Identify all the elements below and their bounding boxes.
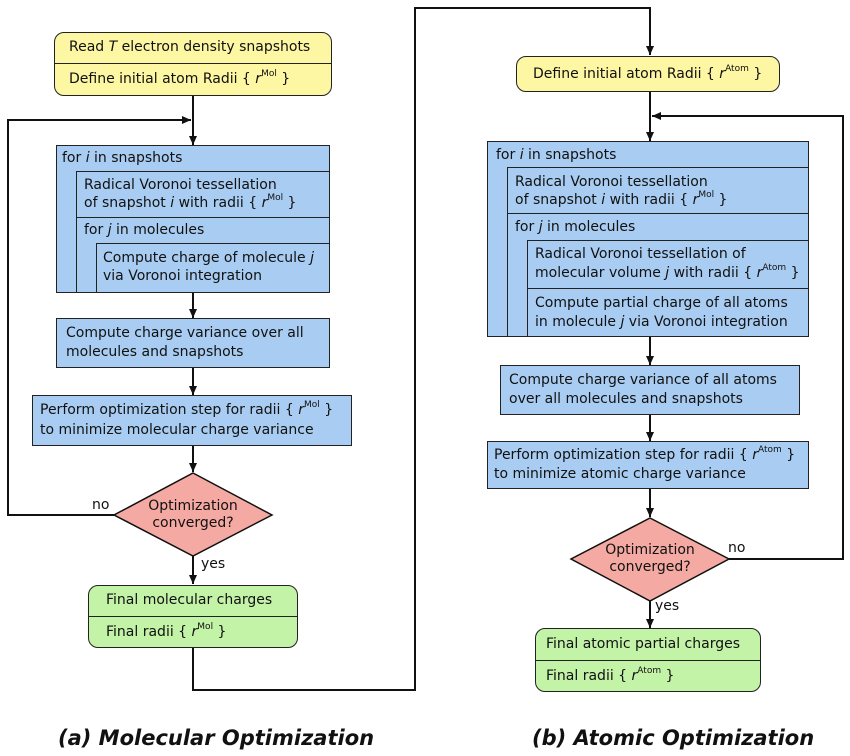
divider — [527, 288, 809, 289]
start-line-2: Define initial atom Radii { rMol } — [69, 69, 291, 87]
tessellation-line-1: Radical Voronoi tessellation — [84, 177, 277, 193]
start-line-1: Read T electron density snapshots — [69, 39, 311, 55]
divider — [507, 167, 809, 168]
divider — [76, 171, 330, 172]
divider — [76, 171, 77, 293]
loop-snapshots-left — [56, 145, 330, 293]
loop-j-label: for j in molecules — [84, 222, 205, 238]
variance-box-right — [500, 365, 800, 415]
final-radii-right: Final radii { rAtom } — [546, 666, 675, 684]
variance-line-1-right: Compute charge variance of all atoms — [509, 372, 777, 388]
bridge-a-to-b — [192, 7, 654, 691]
decision-line-1-right: Optimization — [605, 542, 695, 558]
tessellation-line-2-right: of snapshot i with radii { rMol } — [515, 190, 728, 208]
loop-i-label-right: for i in snapshots — [496, 147, 617, 163]
divider — [527, 240, 809, 241]
final-charges-left: Final molecular charges — [106, 592, 273, 608]
optimization-step-box-right — [487, 441, 809, 489]
caption-a: (a) Molecular Optimization — [58, 726, 375, 750]
loop-i-label: for i in snapshots — [62, 150, 183, 166]
decision-line-2-right: converged? — [609, 559, 691, 575]
opt-line-2: to minimize molecular charge variance — [40, 422, 314, 438]
yes-label-right: yes — [655, 598, 680, 614]
variance-line-1: Compute charge variance over all — [66, 325, 304, 341]
start-line-right: Define initial atom Radii { rAtom } — [533, 64, 763, 82]
loop-snapshots-right — [487, 141, 809, 337]
decision-line-1: Optimization — [148, 498, 238, 514]
optimization-step-box-left — [32, 395, 352, 446]
final-charges-right: Final atomic partial charges — [546, 636, 740, 652]
divider — [88, 616, 298, 617]
start-box-right — [516, 56, 780, 92]
loop-back-no-right — [652, 112, 844, 560]
tessellation-line-1-right: Radical Voronoi tessellation — [515, 174, 708, 190]
caption-b: (b) Atomic Optimization — [532, 726, 815, 750]
decision-line-2: converged? — [152, 515, 234, 531]
decision-diamond-right — [569, 517, 731, 602]
molecular-tessellation-line-2: molecular volume j with radii { rAtom } — [535, 263, 800, 281]
start-box-left — [54, 32, 332, 96]
decision-diamond-left — [112, 472, 274, 557]
divider — [96, 243, 97, 293]
no-label-right: no — [728, 540, 746, 556]
opt-line-2-right: to minimize atomic charge variance — [494, 466, 746, 482]
partial-charge-line-2: in molecule j via Voronoi integration — [535, 314, 788, 330]
tessellation-line-2: of snapshot i with radii { rMol } — [84, 193, 297, 211]
variance-line-2-right: over all molecules and snapshots — [509, 391, 743, 407]
divider — [507, 167, 508, 337]
divider — [535, 660, 761, 661]
loop-j-label-right: for j in molecules — [515, 219, 636, 235]
loop-back-no-left — [7, 116, 191, 516]
compute-charge-line-2: via Voronoi integration — [103, 268, 262, 284]
partial-charge-line-1: Compute partial charge of all atoms — [535, 295, 788, 311]
opt-line-1-right: Perform optimization step for radii { rA… — [494, 445, 796, 463]
opt-line-1: Perform optimization step for radii { rM… — [40, 400, 334, 418]
divider — [507, 213, 809, 214]
final-radii-left: Final radii { rMol } — [106, 622, 227, 640]
variance-line-2: molecules and snapshots — [66, 344, 244, 360]
yes-label-left: yes — [201, 556, 226, 572]
divider — [54, 63, 332, 64]
variance-box-left — [56, 318, 330, 368]
no-label-left: no — [92, 497, 110, 513]
divider — [96, 243, 330, 244]
divider — [76, 217, 330, 218]
compute-charge-line-1: Compute charge of molecule j — [103, 250, 314, 266]
molecular-tessellation-line-1: Radical Voronoi tessellation of — [535, 246, 746, 262]
